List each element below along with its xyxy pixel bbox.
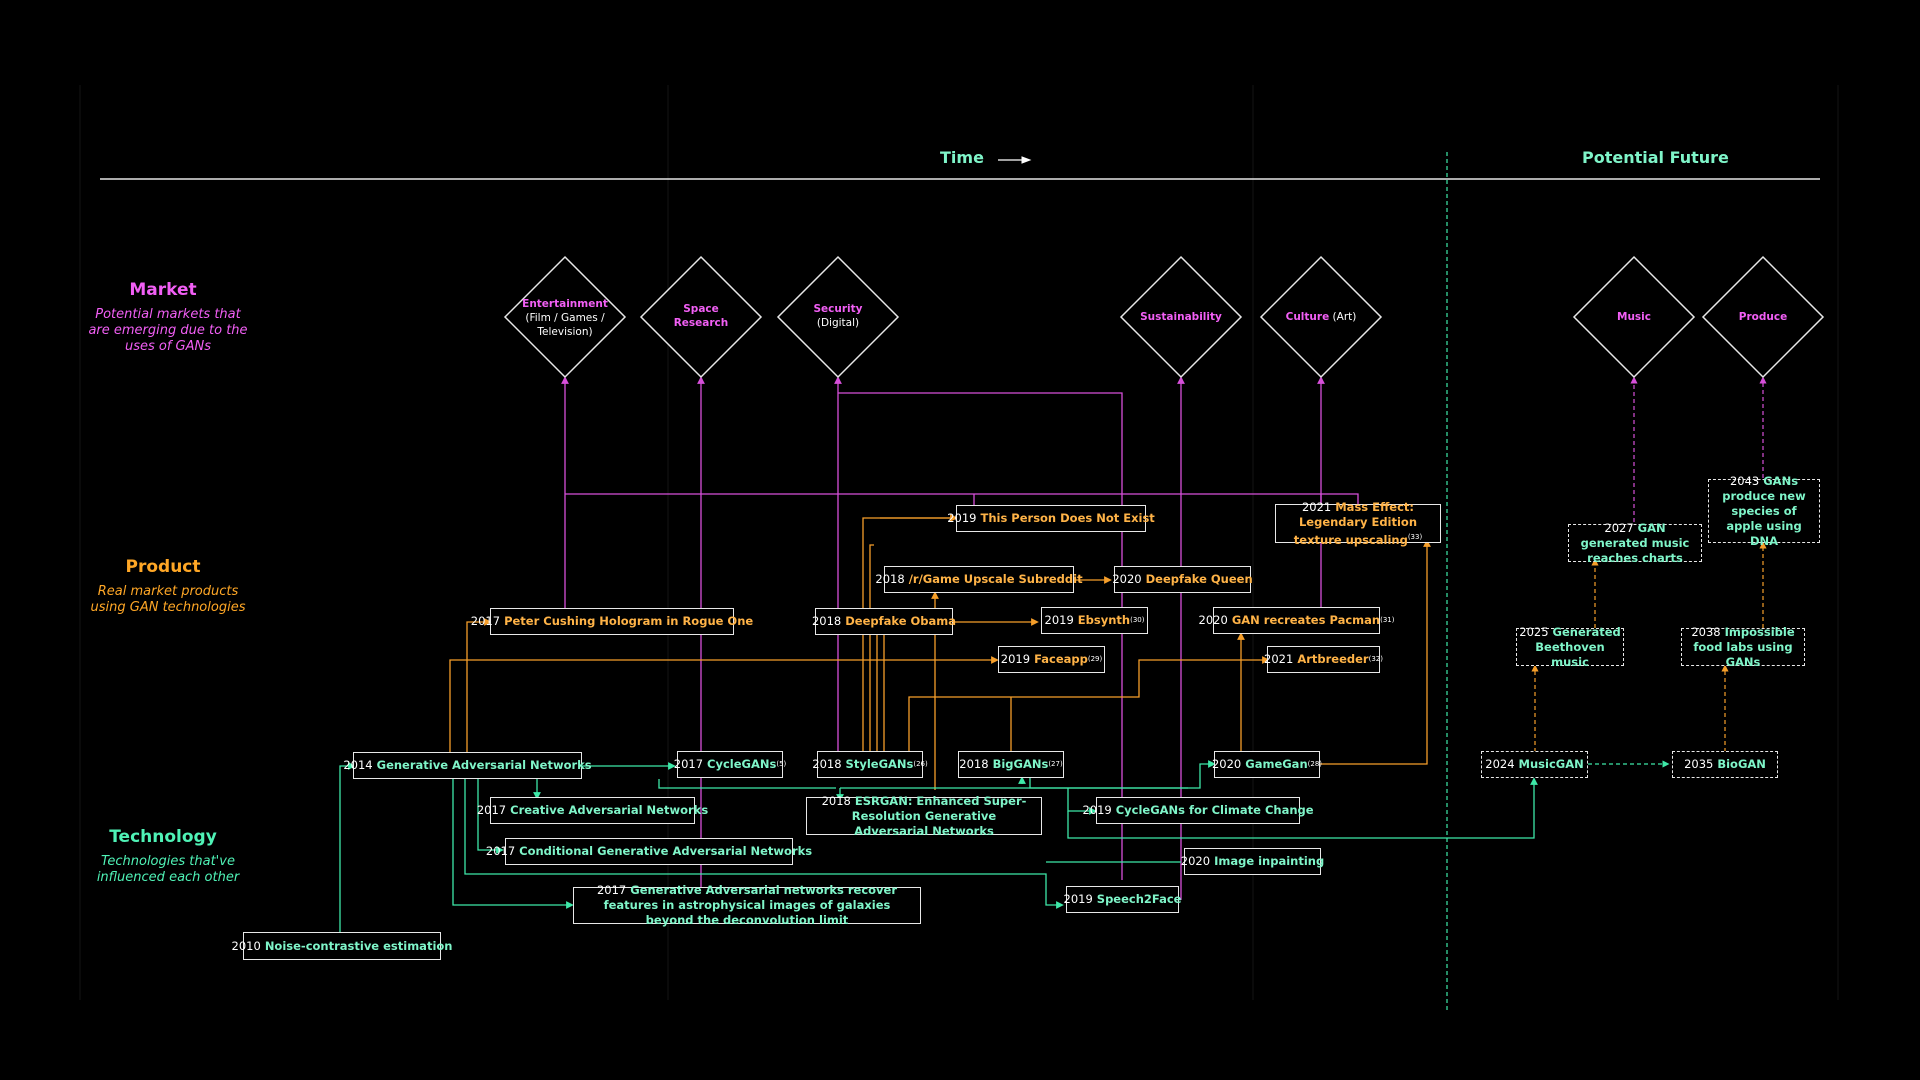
future-product-connectors	[1531, 541, 1767, 752]
diamond-produce	[1701, 255, 1825, 379]
market-lane-subtitle: Potential markets that are emerging due …	[88, 307, 248, 354]
time-arrow	[998, 156, 1032, 164]
market-entertainment: Entertainment(Film / Games / Television)	[522, 298, 608, 338]
market-music: Music	[1617, 311, 1651, 323]
product-game-upscale-subreddit: 2018/r/Game Upscale Subreddit	[875, 566, 1083, 593]
product-lane-subtitle: Real market products using GAN technolog…	[90, 584, 246, 615]
technology-connectors	[339, 760, 1538, 933]
diamond-sustainability	[1119, 255, 1243, 379]
market-space-research: Space Research	[673, 303, 729, 329]
diamond-space-research	[639, 255, 763, 379]
market-culture: Culture (Art)	[1285, 311, 1357, 323]
market-connectors	[561, 376, 1359, 900]
technology-lane-subtitle: Technologies that've influenced each oth…	[96, 854, 240, 885]
market-lane-title: Market	[129, 280, 197, 300]
product-connectors	[449, 514, 1431, 790]
diamond-entertainment	[503, 255, 627, 379]
time-header: Time	[940, 148, 984, 167]
diamond-culture	[1259, 255, 1383, 379]
market-security: Security(Digital)	[813, 303, 863, 329]
future-header: Potential Future	[1582, 148, 1729, 167]
product-lane-title: Product	[125, 557, 201, 577]
technology-lane-title: Technology	[109, 827, 217, 847]
market-sustainability: Sustainability	[1140, 311, 1222, 323]
diamond-music	[1572, 255, 1696, 379]
future-market-connectors	[1630, 376, 1767, 522]
diamond-security	[776, 255, 900, 379]
market-produce: Produce	[1738, 311, 1788, 323]
market-diamonds	[503, 255, 1825, 379]
